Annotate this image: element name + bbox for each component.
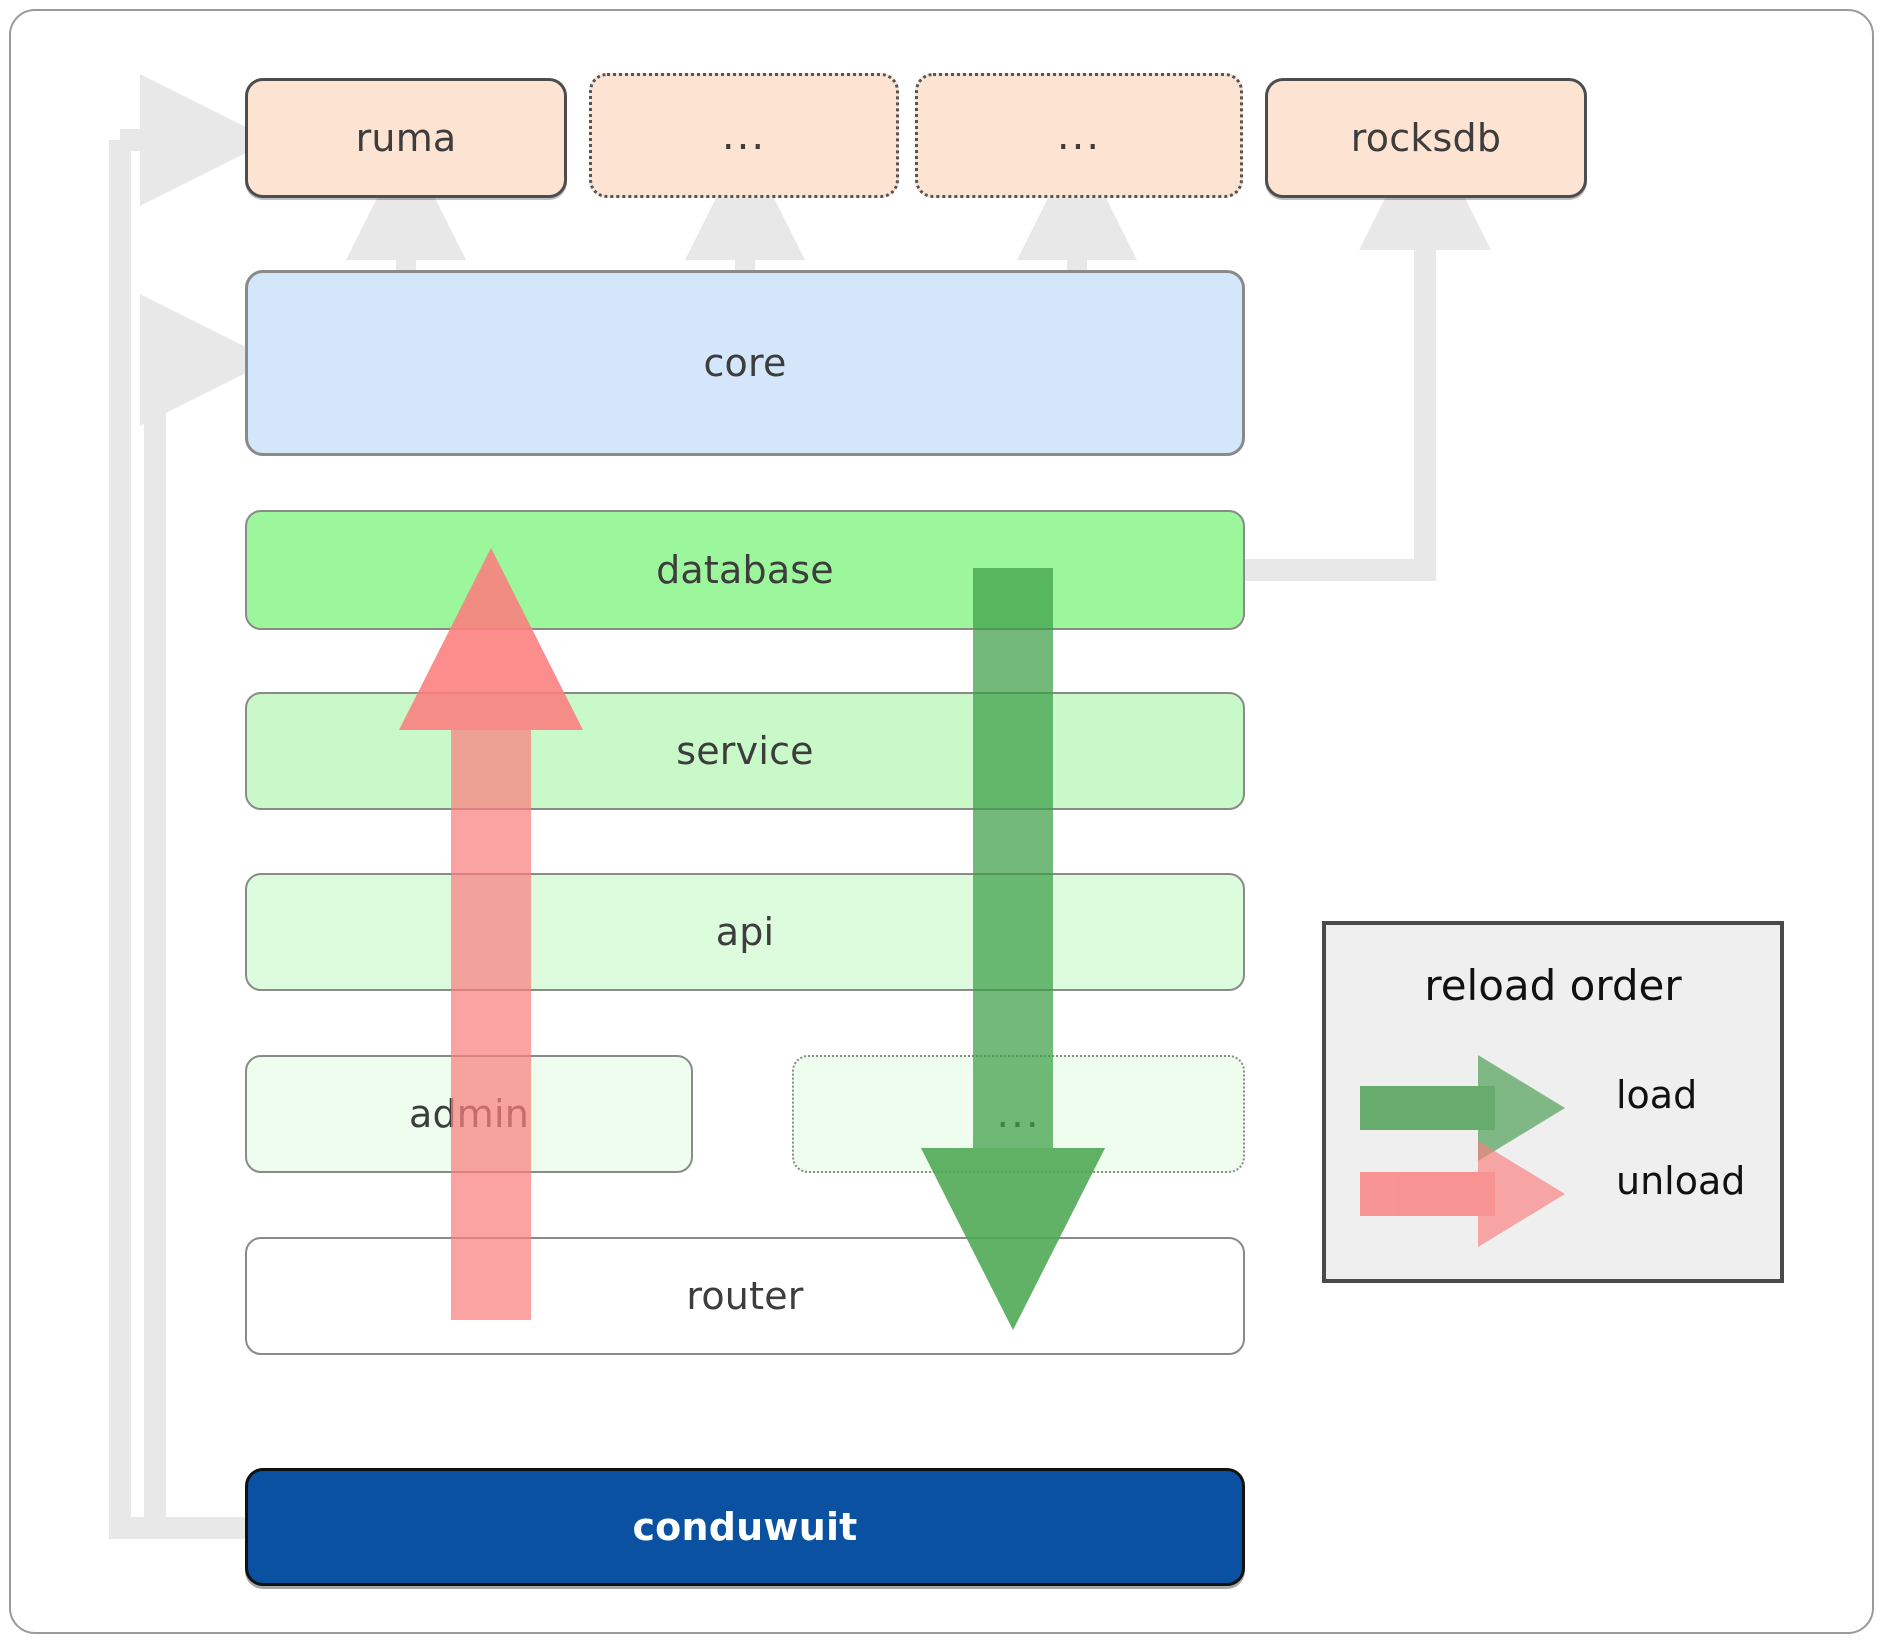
legend-row-load: load xyxy=(1326,1055,1780,1161)
layer-box-router[interactable]: router xyxy=(245,1237,1245,1355)
layer-label-core: core xyxy=(703,341,787,385)
layer-label-database: database xyxy=(656,548,834,592)
dependency-box-rocksdb[interactable]: rocksdb xyxy=(1265,78,1587,198)
dependency-label-rocksdb: rocksdb xyxy=(1350,116,1502,160)
dependency-box-ruma[interactable]: ruma xyxy=(245,78,567,198)
layer-label-api: api xyxy=(715,910,775,954)
legend-unload-arrow-icon xyxy=(1360,1141,1565,1247)
dependency-label-ruma: ruma xyxy=(355,116,457,160)
dependency-label-more-2: ... xyxy=(1056,112,1102,159)
layer-label-more: ... xyxy=(996,1091,1041,1137)
legend-row-unload: unload xyxy=(1326,1141,1780,1247)
layer-box-more[interactable]: ... xyxy=(792,1055,1245,1173)
binary-box-conduwuit[interactable]: conduwuit xyxy=(245,1468,1245,1586)
layer-box-api[interactable]: api xyxy=(245,873,1245,991)
legend-panel: reload order load unload xyxy=(1322,921,1784,1283)
dependency-label-more-1: ... xyxy=(721,112,767,159)
dependency-box-more-1[interactable]: ... xyxy=(589,73,899,198)
dependency-box-more-2[interactable]: ... xyxy=(915,73,1243,198)
layer-box-database[interactable]: database xyxy=(245,510,1245,630)
legend-title: reload order xyxy=(1424,961,1682,1010)
wire-database-to-rocksdb xyxy=(1245,240,1436,581)
wire-conduwuit-to-ruma xyxy=(109,140,245,1539)
layer-label-router: router xyxy=(686,1274,804,1318)
legend-unload-label: unload xyxy=(1616,1159,1746,1203)
legend-load-arrow-icon xyxy=(1360,1055,1565,1161)
legend-load-label: load xyxy=(1616,1073,1698,1117)
layer-box-core[interactable]: core xyxy=(245,270,1245,456)
layer-label-admin: admin xyxy=(408,1092,530,1136)
binary-label-conduwuit: conduwuit xyxy=(632,1505,858,1549)
layer-box-admin[interactable]: admin xyxy=(245,1055,693,1173)
layer-box-service[interactable]: service xyxy=(245,692,1245,810)
layer-label-service: service xyxy=(676,729,814,773)
